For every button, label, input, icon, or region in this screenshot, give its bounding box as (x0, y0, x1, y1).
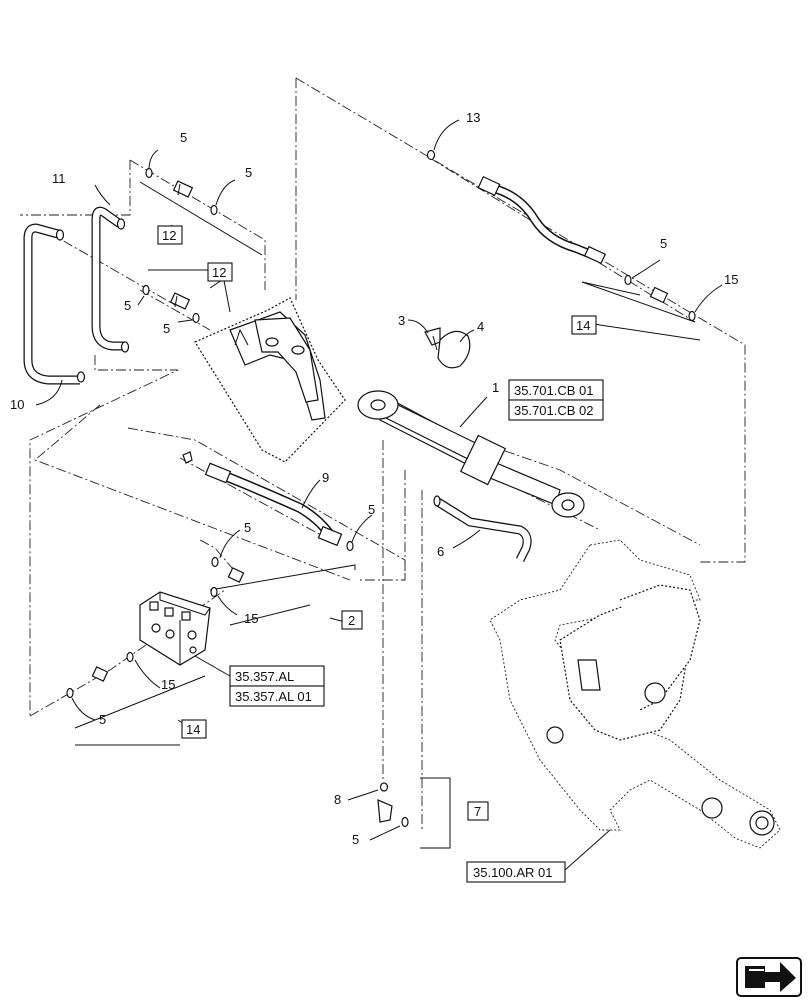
tube-10 (23, 223, 86, 385)
callout-5: 5 (180, 130, 187, 145)
callout-5: 5 (244, 520, 251, 535)
callout-5: 5 (368, 502, 375, 517)
callout-box-14: 14 (571, 315, 597, 335)
callout-9: 9 (322, 470, 329, 485)
mounting-bracket (194, 297, 346, 463)
ref-cylinder-b: 35.701.CB 02 (514, 403, 594, 418)
reference-boxes: 35.701.CB 01 35.701.CB 02 35.357.AL 35.3… (229, 379, 604, 883)
svg-text:12: 12 (162, 228, 176, 243)
callout-15: 15 (161, 677, 175, 692)
callout-8: 8 (334, 792, 341, 807)
callout-box-7: 7 (467, 801, 489, 821)
tube-6 (433, 495, 532, 563)
callout-3: 3 (398, 313, 405, 328)
callout-10: 10 (10, 397, 24, 412)
ref-frame: 35.100.AR 01 (473, 865, 553, 880)
callout-box-2: 2 (341, 610, 363, 630)
callout-4: 4 (477, 319, 484, 334)
ref-box-valve[interactable]: 35.357.AL 35.357.AL 01 (229, 665, 325, 707)
ref-valve-b: 35.357.AL 01 (235, 689, 312, 704)
seals-upper-left (142, 167, 218, 324)
control-valve-block (66, 556, 245, 699)
callout-leaders (35, 119, 723, 871)
callout-box-14: 14 (181, 719, 207, 739)
callout-5: 5 (163, 321, 170, 336)
svg-text:12: 12 (212, 265, 226, 280)
lock-plate-4 (437, 330, 471, 369)
callout-15: 15 (724, 272, 738, 287)
callout-6: 6 (437, 544, 444, 559)
hydraulic-cylinder-1 (357, 390, 585, 518)
callout-1: 1 (492, 380, 499, 395)
svg-text:14: 14 (576, 318, 590, 333)
kit-bracket-lines (74, 181, 701, 849)
next-page-arrow-icon[interactable] (736, 957, 802, 997)
callout-numbers: 5 5 11 5 5 10 13 5 15 3 4 1 9 5 5 6 15 1… (10, 110, 738, 847)
ref-cylinder-a: 35.701.CB 01 (514, 383, 594, 398)
callout-5: 5 (245, 165, 252, 180)
fitting (172, 180, 194, 198)
callout-11: 11 (52, 171, 66, 186)
fitting (169, 292, 191, 310)
ref-valve-a: 35.357.AL (235, 669, 294, 684)
callout-5: 5 (660, 236, 667, 251)
loader-frame (489, 539, 781, 849)
svg-text:7: 7 (474, 804, 481, 819)
hose-9 (182, 451, 354, 552)
ref-box-cylinder[interactable]: 35.701.CB 01 35.701.CB 02 (508, 379, 604, 421)
callout-5: 5 (124, 298, 131, 313)
boxed-callouts: 12 12 14 2 14 7 (157, 225, 597, 821)
callout-5: 5 (99, 712, 106, 727)
hose-13 (426, 149, 696, 322)
svg-text:2: 2 (348, 613, 355, 628)
callout-box-12: 12 (207, 262, 233, 282)
elbow-fitting-8 (377, 782, 409, 828)
tube-11 (91, 206, 130, 353)
callout-13: 13 (466, 110, 480, 125)
svg-text:14: 14 (186, 722, 200, 737)
callout-5: 5 (352, 832, 359, 847)
callout-15: 15 (244, 611, 258, 626)
callout-box-12: 12 (157, 225, 183, 245)
ref-box-frame[interactable]: 35.100.AR 01 (466, 861, 566, 883)
